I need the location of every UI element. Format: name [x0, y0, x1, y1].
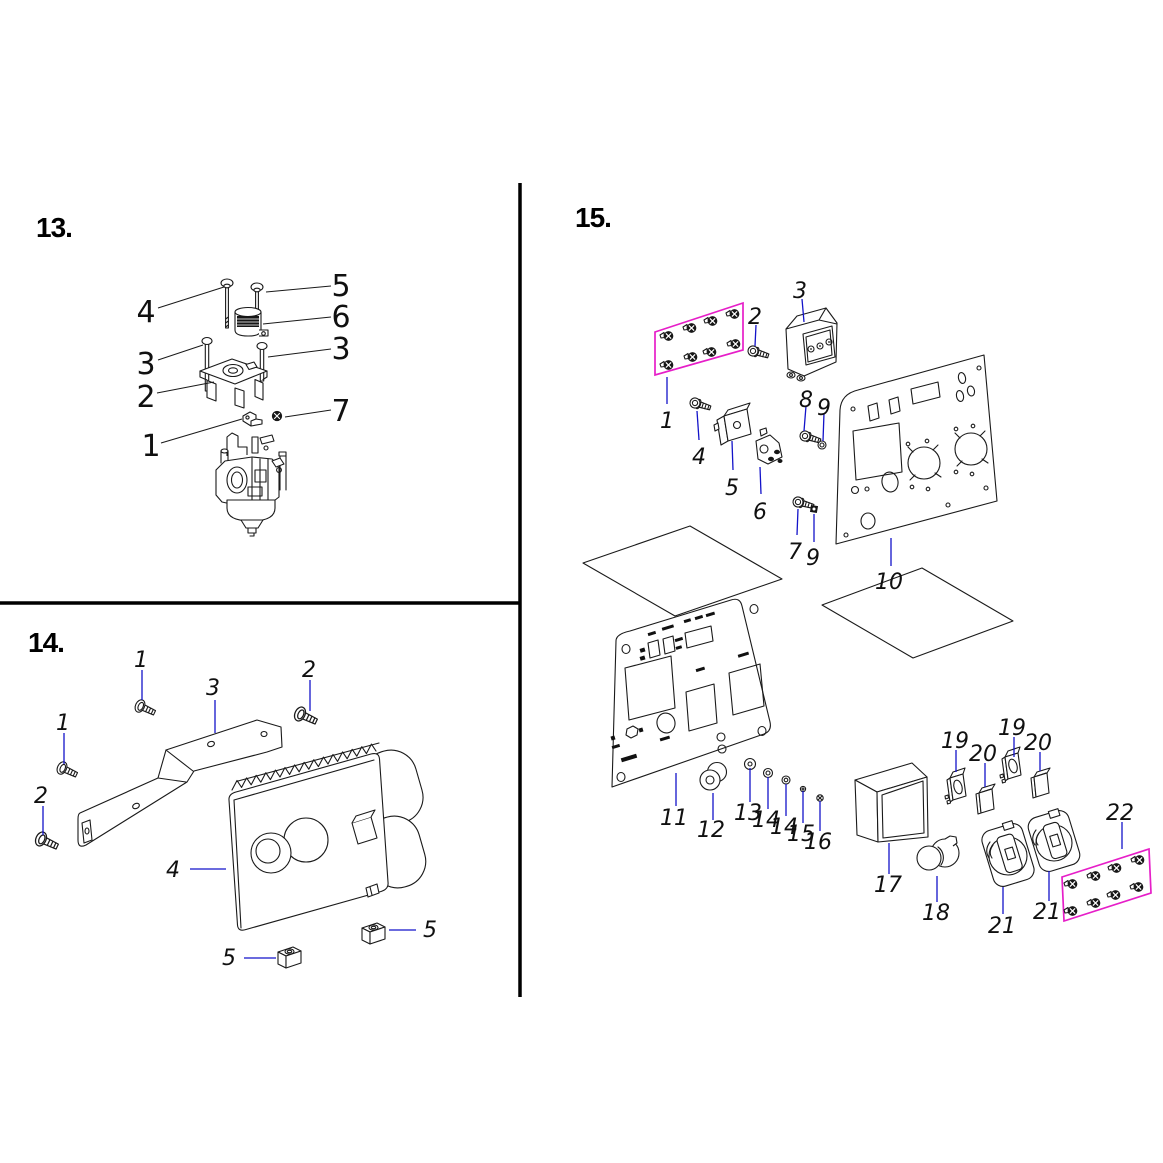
- part-14-bolt-2-left: [32, 829, 61, 854]
- callout-15-19a: 19: [941, 729, 969, 754]
- part-15-rear-panel: [835, 354, 998, 545]
- callout-15-14a: 14: [752, 808, 780, 833]
- callout-15-20b: 20: [1024, 731, 1052, 756]
- part-15-screw-set-1: [654, 301, 744, 377]
- callout-14-5b: 5: [423, 918, 437, 943]
- part-15-block-20a: [975, 783, 996, 815]
- part-15-front-panel: [610, 598, 771, 788]
- part-15-screw-2: [746, 344, 771, 362]
- part-15-switch-19a: [944, 767, 967, 805]
- part-15-washer-14a: [762, 767, 774, 779]
- part-15-switch-6: [755, 427, 783, 465]
- part-15-block-20b: [1030, 767, 1051, 799]
- callout-15-18: 18: [922, 901, 950, 926]
- callout-14-2r: 2: [302, 658, 316, 683]
- part-15-relay-block: [713, 402, 752, 446]
- part-14-nut-a: [277, 946, 302, 969]
- callout-15-1: 1: [660, 409, 674, 434]
- section-14-title: 14.: [28, 627, 64, 658]
- callout-14-1l: 1: [56, 711, 70, 736]
- callout-15-20a: 20: [969, 742, 997, 767]
- part-15-socket-21b: [1027, 808, 1081, 872]
- callout-13-2: 2: [136, 380, 155, 415]
- callout-14-4: 4: [166, 858, 180, 883]
- part-15-washer-15: [799, 785, 807, 793]
- callout-13-3r: 3: [331, 332, 350, 367]
- callout-15-11: 11: [660, 806, 688, 831]
- part-15-nut-9a: [817, 440, 827, 450]
- callout-15-14b: 14: [770, 815, 798, 840]
- part-15-knob: [699, 761, 728, 791]
- callout-13-1: 1: [141, 429, 160, 464]
- part-15-washer-14b: [781, 775, 791, 785]
- callout-14-1t: 1: [134, 648, 148, 673]
- part-14-bolt-1-left: [54, 759, 80, 782]
- section-13-title: 13.: [36, 212, 72, 243]
- part-13-jet: [271, 410, 283, 422]
- callout-14-3: 3: [206, 676, 220, 701]
- callout-15-21a: 21: [988, 914, 1016, 939]
- callout-15-9a: 9: [817, 396, 831, 421]
- figure-14-muffler: 14.: [28, 627, 437, 971]
- callout-13-3l: 3: [136, 347, 155, 382]
- callout-15-3: 3: [793, 279, 807, 304]
- figure-14-leader-lines: [42, 670, 416, 959]
- part-13-needle-valve: [242, 411, 263, 427]
- callout-13-6: 6: [331, 300, 350, 335]
- part-15-screw-4: [688, 396, 713, 414]
- callout-15-16: 16: [804, 830, 832, 855]
- callout-14-2l: 2: [34, 784, 48, 809]
- part-15-washer-13: [743, 757, 757, 771]
- callout-15-10: 10: [875, 570, 903, 595]
- part-14-bolt-2-right: [291, 704, 320, 729]
- callout-15-8: 8: [799, 388, 813, 413]
- callout-15-12: 12: [697, 818, 725, 843]
- callout-15-15: 15: [787, 822, 815, 847]
- part-15-screw-16: [816, 794, 824, 802]
- part-14-bolt-1-top: [132, 697, 158, 720]
- figure-13-leader-lines: [156, 285, 332, 444]
- part-15-switch-19b: [999, 746, 1022, 784]
- callout-13-4: 4: [136, 295, 155, 330]
- callout-15-13: 13: [734, 801, 762, 826]
- callout-13-7: 7: [331, 394, 350, 429]
- figure-13-carburetor: 13.: [36, 212, 351, 537]
- figure-15-control-panel: 15.: [575, 202, 1152, 939]
- callout-15-19b: 19: [998, 716, 1026, 741]
- part-14-bracket: [77, 719, 283, 847]
- callout-15-21b: 21: [1033, 900, 1061, 925]
- part-15-socket-21a: [981, 820, 1035, 887]
- part-13-solenoid: [234, 306, 269, 337]
- part-15-nut-9b: [809, 504, 819, 514]
- part-14-muffler: [228, 742, 427, 931]
- part-15-breaker-button: [916, 835, 960, 871]
- part-15-meter-box: [854, 762, 929, 843]
- callout-15-7: 7: [788, 540, 802, 565]
- figure-15-leader-lines: [666, 298, 1123, 914]
- callout-15-9b: 9: [806, 546, 820, 571]
- callout-13-5: 5: [331, 269, 350, 304]
- callout-15-17: 17: [874, 873, 902, 898]
- part-13-insulator-plate: [199, 358, 268, 409]
- part-13-stud-right: [256, 341, 268, 382]
- section-15-title: 15.: [575, 202, 611, 233]
- callout-15-6: 6: [753, 500, 767, 525]
- part-13-screw-left: [220, 278, 234, 329]
- part-14-nut-b: [361, 922, 386, 945]
- backing-sheet-left: [582, 525, 783, 617]
- part-15-screw-set-22: [1061, 847, 1152, 923]
- callout-15-4: 4: [692, 445, 706, 470]
- callout-15-2: 2: [748, 305, 762, 330]
- callout-14-5a: 5: [222, 946, 236, 971]
- part-13-carburetor-body: [215, 432, 287, 537]
- part-15-avr-unit: [785, 307, 838, 382]
- backing-sheet-right: [821, 567, 1014, 659]
- callout-15-5: 5: [725, 476, 739, 501]
- callout-15-22: 22: [1106, 801, 1134, 826]
